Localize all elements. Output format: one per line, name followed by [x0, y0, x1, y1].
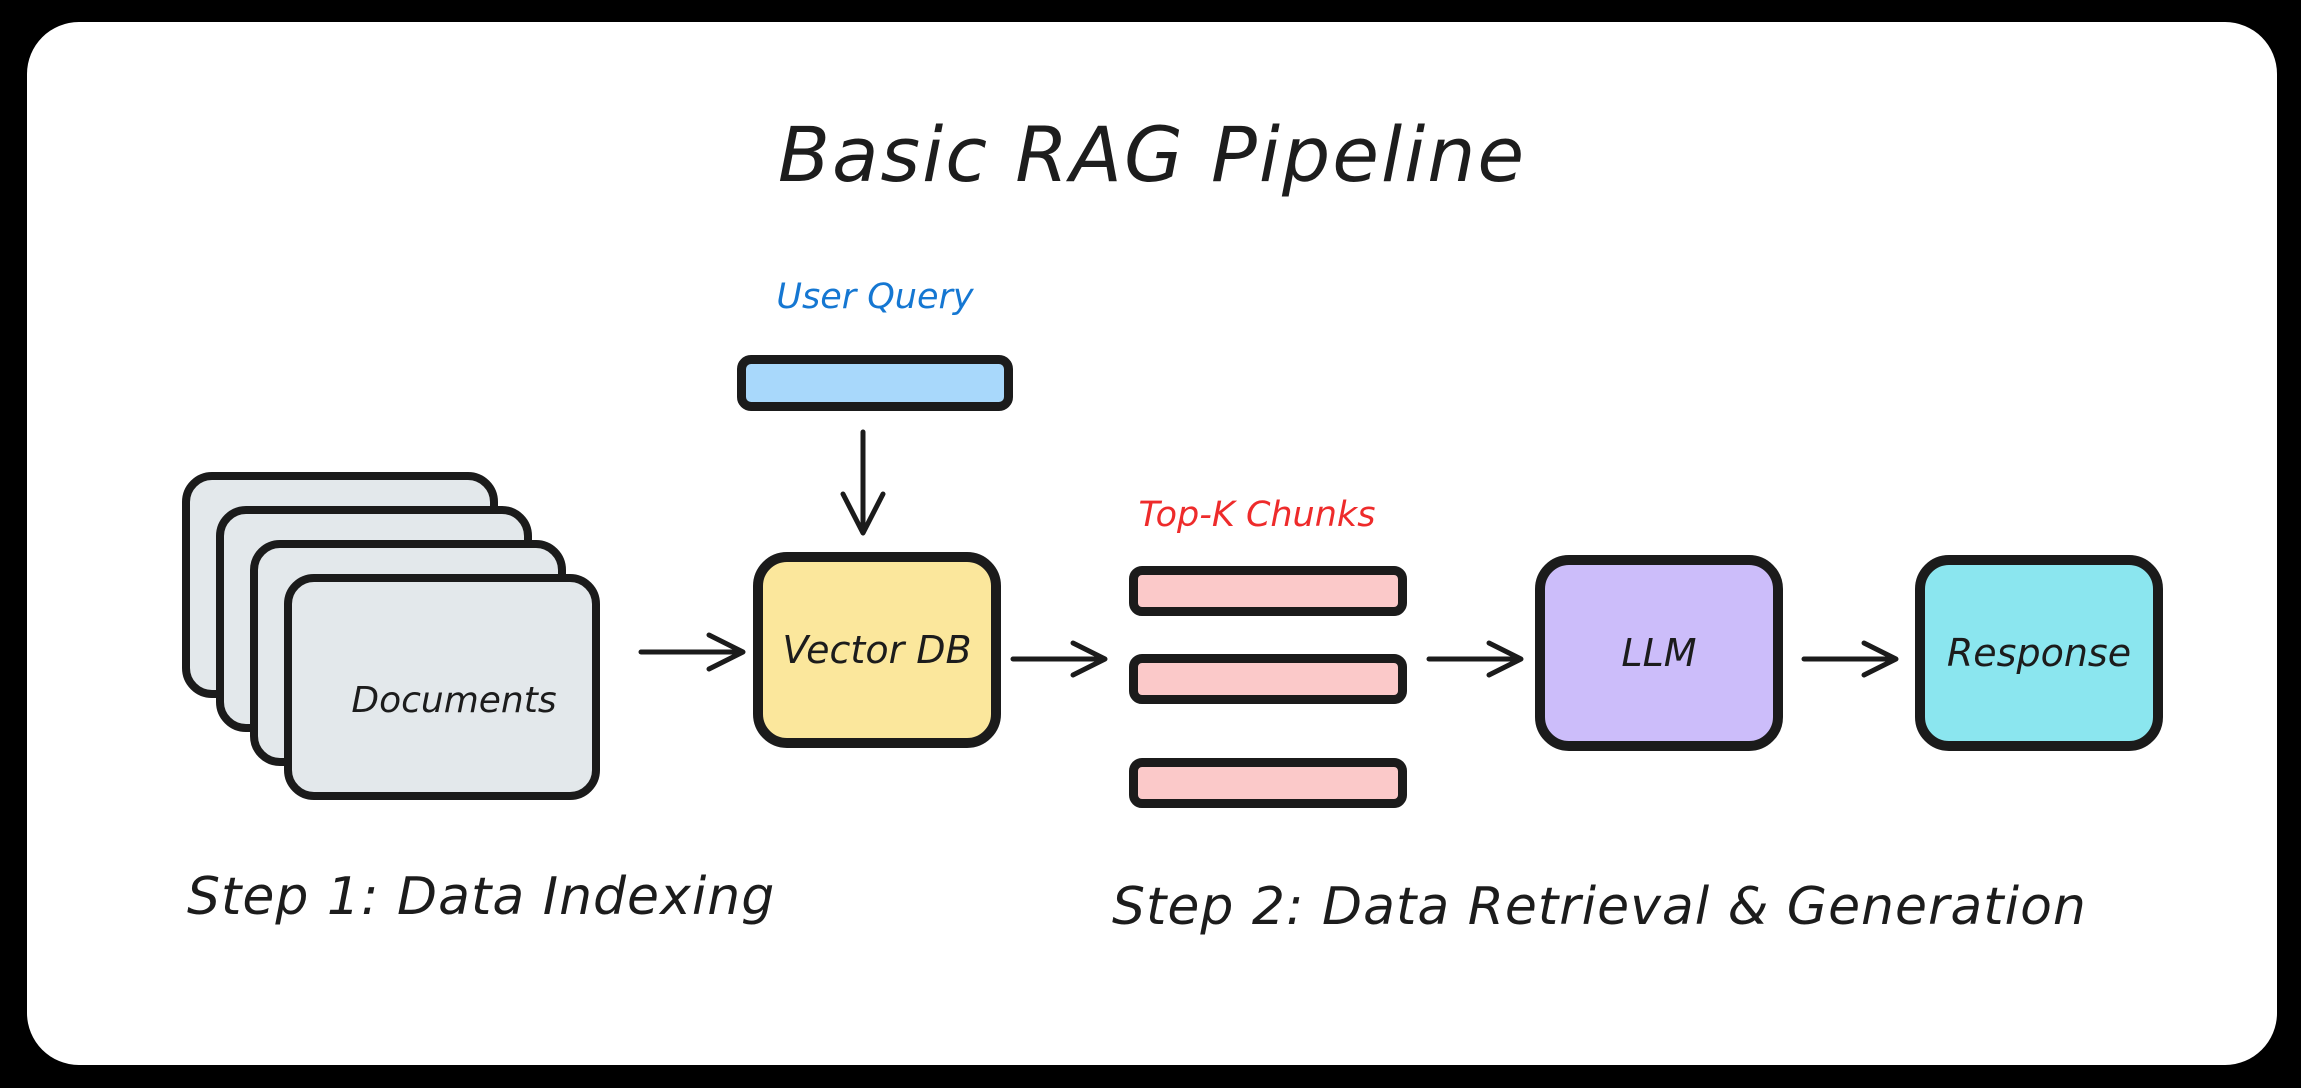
arrow-vector-db-to-chunks — [1010, 634, 1111, 684]
vector-db-node: Vector DB — [753, 552, 1001, 748]
documents-stack: Documents — [182, 472, 622, 800]
arrow-documents-to-vector-db — [638, 627, 749, 677]
response-node: Response — [1915, 555, 2163, 751]
chunk-bar — [1129, 654, 1407, 704]
page-title: Basic RAG Pipeline — [777, 110, 1527, 199]
diagram-canvas: Basic RAG Pipeline User Query Documents — [27, 22, 2277, 1065]
document-card — [284, 574, 600, 800]
llm-node: LLM — [1535, 555, 1783, 751]
chunk-bar — [1129, 758, 1407, 808]
vector-db-label: Vector DB — [782, 628, 972, 672]
step-2-caption: Step 2: Data Retrieval & Generation — [1112, 877, 2087, 937]
top-k-chunks-label: Top-K Chunks — [1138, 495, 1376, 535]
arrow-chunks-to-llm — [1426, 634, 1527, 684]
response-label: Response — [1946, 631, 2132, 675]
llm-label: LLM — [1621, 631, 1697, 675]
user-query-bar — [737, 355, 1013, 411]
chunk-bar — [1129, 566, 1407, 616]
documents-label: Documents — [351, 680, 557, 721]
arrow-user-query-to-vector-db — [833, 429, 893, 540]
step-1-caption: Step 1: Data Indexing — [187, 867, 776, 927]
arrow-llm-to-response — [1801, 634, 1902, 684]
user-query-label: User Query — [776, 277, 974, 317]
